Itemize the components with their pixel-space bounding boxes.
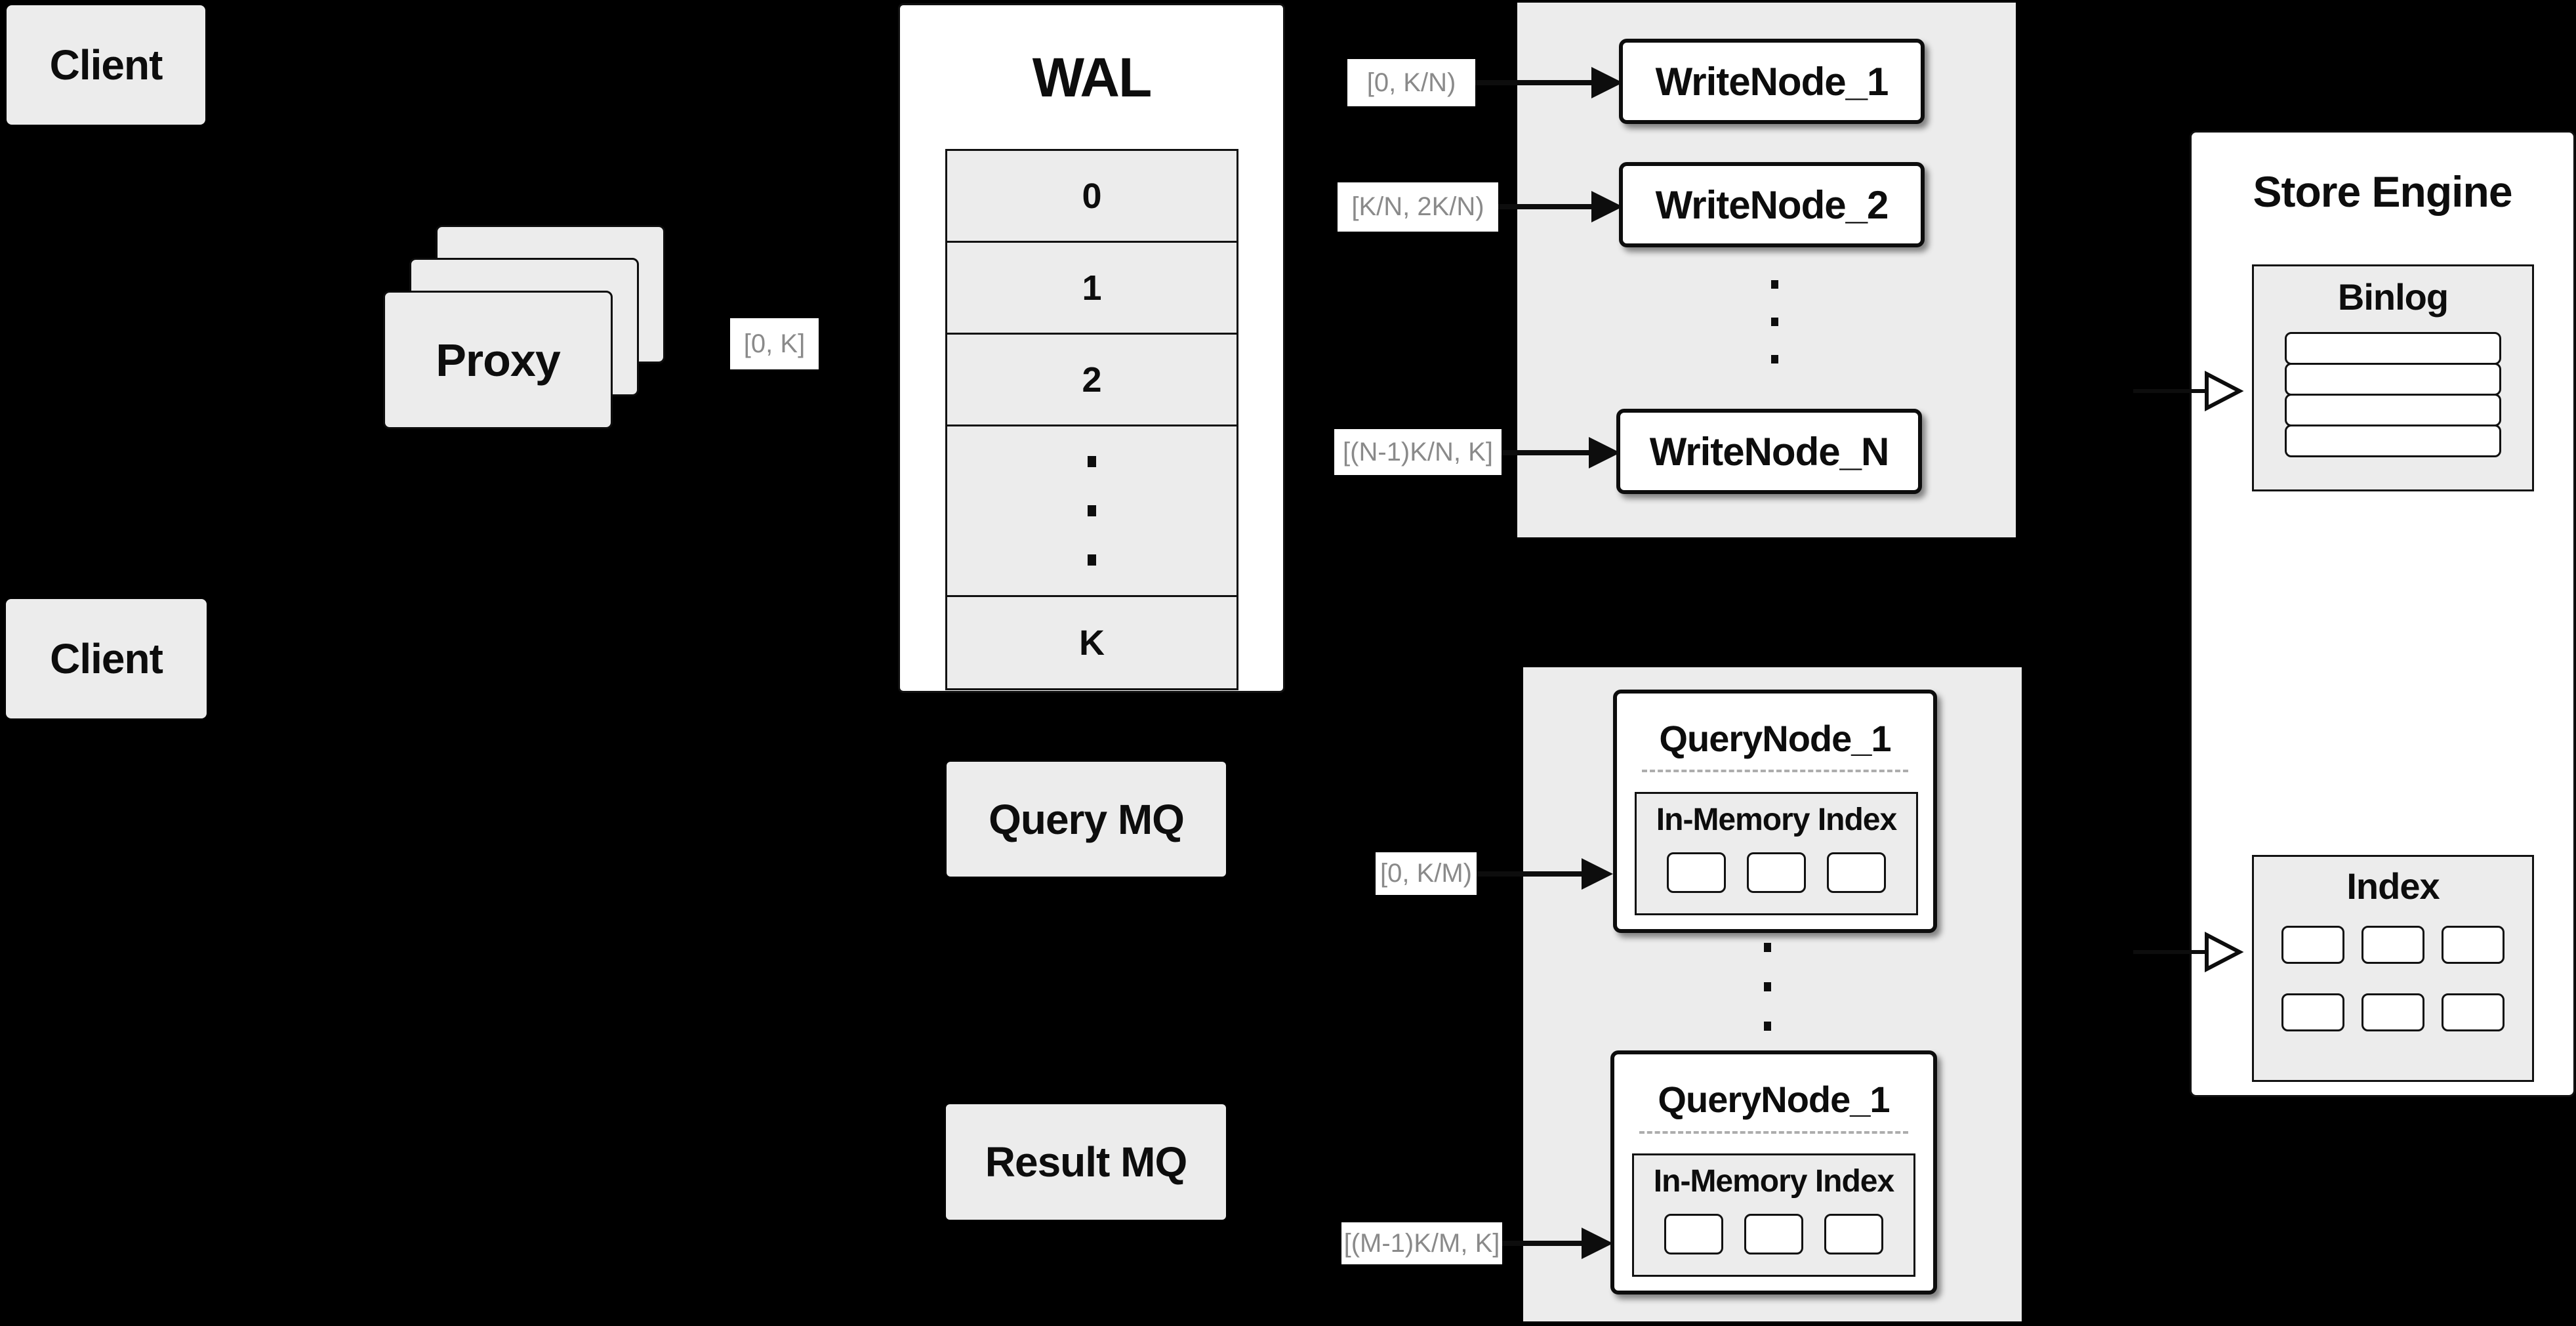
ellipsis-dot <box>1764 1022 1771 1031</box>
memory-segment <box>1824 1214 1883 1254</box>
memory-segment <box>1664 1214 1723 1254</box>
index-title: Index <box>2346 865 2440 907</box>
write-node-ellipsis <box>1771 280 1778 363</box>
ellipsis-dot <box>1764 982 1771 991</box>
proxy-stack: Proxy <box>383 225 665 429</box>
query-mq-node: Query MQ <box>947 762 1226 877</box>
index-row <box>2254 926 2532 964</box>
write-node-2: WriteNode_2 <box>1619 162 1925 247</box>
dashed-divider <box>1642 770 1908 772</box>
index-segment <box>2281 926 2344 964</box>
query-node-1: QueryNode_1 In-Memory Index <box>1613 690 1937 933</box>
store-engine-title: Store Engine <box>2253 167 2512 216</box>
range-label-writenode-2: [K/N, 2K/N) <box>1338 182 1498 232</box>
write-node-1: WriteNode_1 <box>1619 39 1925 124</box>
in-memory-index-title: In-Memory Index <box>1653 1164 1894 1199</box>
client-label: Client <box>50 635 163 682</box>
wal-segment-row: 1 <box>945 241 1238 335</box>
store-engine-box: Store Engine Binlog Index <box>2190 131 2575 1097</box>
wal-ellipsis-row <box>945 425 1238 597</box>
query-node-title: QueryNode_1 <box>1659 718 1891 759</box>
in-memory-index-title: In-Memory Index <box>1656 802 1897 837</box>
ellipsis-dot <box>1088 505 1096 516</box>
in-memory-index-box: In-Memory Index <box>1632 1153 1915 1277</box>
query-node-title: QueryNode_1 <box>1658 1079 1890 1120</box>
wal-segment-table: 0 1 2 K <box>945 149 1238 690</box>
client-label: Client <box>49 41 163 89</box>
index-segment <box>2361 993 2424 1031</box>
wal-segment-row: 0 <box>945 149 1238 243</box>
result-mq-node: Result MQ <box>946 1104 1226 1220</box>
binlog-box: Binlog <box>2252 264 2534 491</box>
ellipsis-dot <box>1088 456 1096 467</box>
index-segment <box>2281 993 2344 1031</box>
index-row <box>2254 993 2532 1031</box>
ellipsis-dot <box>1771 280 1778 289</box>
proxy-node: Proxy <box>383 291 613 429</box>
in-memory-index-box: In-Memory Index <box>1635 792 1918 915</box>
client-node-top: Client <box>7 5 205 125</box>
ellipsis-dot <box>1764 943 1771 952</box>
query-node-ellipsis <box>1764 943 1771 1031</box>
binlog-row <box>2285 394 2501 426</box>
memory-segment <box>1747 852 1806 893</box>
query-node-m: QueryNode_1 In-Memory Index <box>1610 1050 1937 1295</box>
query-node-group: QueryNode_1 In-Memory Index QueryNode_1 … <box>1523 667 2022 1321</box>
range-label-querynode-1: [0, K/M) <box>1376 852 1477 895</box>
range-label-writenode-n: [(N-1)K/N, K] <box>1334 429 1502 475</box>
memory-segment <box>1667 852 1726 893</box>
ellipsis-dot <box>1771 318 1778 326</box>
dashed-divider <box>1639 1131 1908 1134</box>
ellipsis-dot <box>1771 355 1778 363</box>
client-node-bottom: Client <box>6 599 207 718</box>
binlog-row <box>2285 363 2501 396</box>
wal-segment-row: 2 <box>945 333 1238 426</box>
index-segment <box>2361 926 2424 964</box>
wal-title: WAL <box>1032 47 1153 108</box>
write-node-n: WriteNode_N <box>1616 409 1922 494</box>
memory-segments <box>1634 1214 1913 1254</box>
ellipsis-dot <box>1088 554 1096 566</box>
binlog-row <box>2285 332 2501 365</box>
range-label-ingest: [0, K] <box>730 318 819 369</box>
binlog-title: Binlog <box>2337 276 2449 318</box>
proxy-label: Proxy <box>436 334 561 386</box>
wal-segment-row-last: K <box>945 595 1238 690</box>
index-box: Index <box>2252 855 2534 1082</box>
memory-segments <box>1637 852 1916 893</box>
binlog-rows <box>2285 332 2501 457</box>
memory-segment <box>1827 852 1886 893</box>
range-label-writenode-1: [0, K/N) <box>1347 59 1475 106</box>
index-segment <box>2442 926 2504 964</box>
range-label-querynode-m: [(M-1)K/M, K] <box>1341 1222 1502 1264</box>
binlog-row <box>2285 425 2501 457</box>
index-segment <box>2442 993 2504 1031</box>
memory-segment <box>1744 1214 1803 1254</box>
write-node-group: WriteNode_1 WriteNode_2 WriteNode_N <box>1517 3 2016 537</box>
wal-box: WAL 0 1 2 K <box>898 3 1285 693</box>
